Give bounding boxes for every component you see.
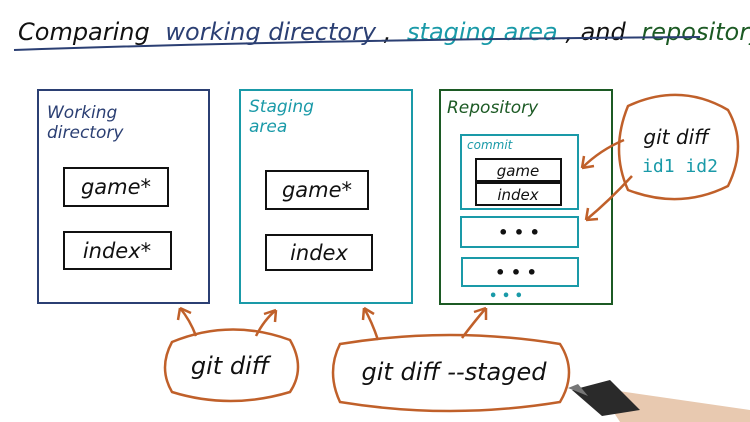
staging-area-label-line2: area xyxy=(249,117,287,137)
working-file-game: game* xyxy=(81,175,151,199)
staging-file-index: index xyxy=(290,241,348,265)
working-directory-label-line2: directory xyxy=(47,123,124,143)
arrow-to-repository xyxy=(461,307,487,339)
commit-box-2 xyxy=(460,216,579,248)
commit-file-index: index xyxy=(497,186,538,204)
git-diff-ids-bubble xyxy=(617,93,740,201)
working-file-index: index* xyxy=(83,239,151,263)
more-commits-dots: • • • xyxy=(489,289,523,304)
repository-label: Repository xyxy=(447,98,539,118)
staging-file-game-box xyxy=(265,170,369,210)
working-file-index-box xyxy=(63,231,172,270)
commit-box-2-dots: • • • xyxy=(498,223,540,242)
arrow-to-commit xyxy=(581,138,625,169)
staging-area-label-line1: Staging xyxy=(249,97,314,117)
title-repository: repository xyxy=(641,18,750,46)
arrowhead-staging-from-staged xyxy=(361,306,375,321)
arrowhead-commit xyxy=(580,155,595,170)
git-diff-bubble xyxy=(163,328,300,403)
arrowhead-staging-from-diff xyxy=(263,308,278,323)
pen-icon xyxy=(568,380,750,422)
commit-file-game-box xyxy=(475,158,562,182)
arrowhead-repository xyxy=(473,306,488,320)
git-diff-staged-bubble xyxy=(331,333,571,413)
arrow-to-staging-from-staged xyxy=(362,307,380,341)
title-and: , and xyxy=(565,18,626,46)
arrow-to-commit-2 xyxy=(585,175,633,221)
git-diff-ids-line2: id1 id2 xyxy=(642,156,718,177)
commit-label: commit xyxy=(467,138,514,152)
commit-box-3-dots: • • • xyxy=(495,263,537,282)
title-prefix: Comparing xyxy=(18,18,150,46)
working-file-game-box xyxy=(63,167,169,207)
git-diff-label: git diff xyxy=(191,352,272,380)
arrowhead-commit-2 xyxy=(584,207,599,222)
arrowhead-working xyxy=(176,306,192,321)
git-diff-staged-label: git diff --staged xyxy=(362,358,548,386)
git-diff-ids-line1: git diff xyxy=(643,125,711,149)
title-underline xyxy=(13,36,701,51)
staging-area-box xyxy=(239,89,413,304)
commit-file-index-box xyxy=(475,182,562,206)
working-directory-box xyxy=(37,89,210,304)
commit-box xyxy=(460,134,579,210)
staging-file-game: game* xyxy=(282,178,352,202)
working-directory-label-line1: Working xyxy=(47,103,118,123)
title-comma: , xyxy=(384,18,392,46)
title-staging: staging area xyxy=(407,18,558,46)
staging-file-index-box xyxy=(265,234,373,271)
commit-box-3 xyxy=(461,257,579,287)
commit-file-game: game xyxy=(497,162,540,180)
diagram-title: Comparing working directory , staging ar… xyxy=(18,18,750,46)
